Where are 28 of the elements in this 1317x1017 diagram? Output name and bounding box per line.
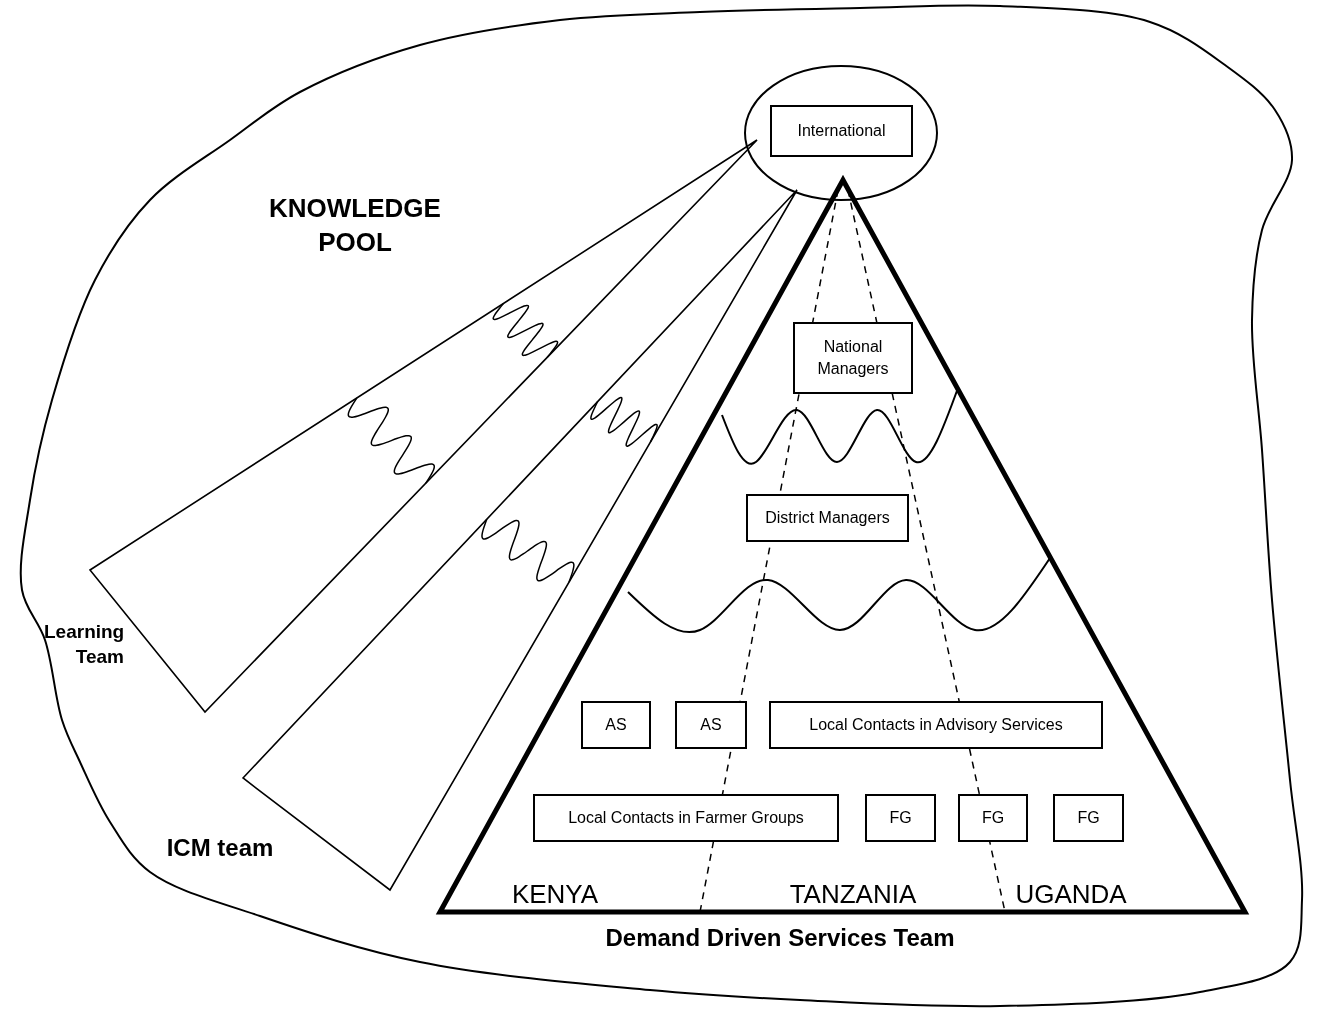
country-label: UGANDA (1014, 878, 1128, 911)
role-box (675, 701, 747, 749)
role-box (958, 794, 1028, 842)
role-label: International (797, 121, 886, 142)
role-box (769, 701, 1103, 749)
role-box (770, 105, 913, 157)
pyramid-caption: Demand Driven Services Team (604, 923, 956, 953)
role-label: National Managers (816, 337, 890, 379)
role-label: Local Contacts in Advisory Services (809, 715, 1063, 736)
role-label: AS (700, 715, 722, 736)
country-label: TANZANIA (788, 878, 918, 911)
role-label: Local Contacts in Farmer Groups (568, 808, 804, 829)
role-box (533, 794, 839, 842)
oval-outline (744, 65, 938, 201)
country-label: KENYA (510, 878, 600, 911)
team-label: ICM team (165, 833, 275, 863)
role-box (793, 322, 913, 394)
role-label: FG (889, 808, 912, 829)
role-box (865, 794, 936, 842)
role-box (746, 494, 909, 542)
role-box (581, 701, 651, 749)
team-label: Learning Team (44, 620, 124, 669)
cloud-title: KNOWLEDGE POOL (268, 192, 442, 259)
role-label: AS (605, 715, 627, 736)
role-label: FG (1077, 808, 1100, 829)
role-label: District Managers (765, 508, 890, 529)
role-label: FG (981, 808, 1005, 829)
role-box (1053, 794, 1124, 842)
